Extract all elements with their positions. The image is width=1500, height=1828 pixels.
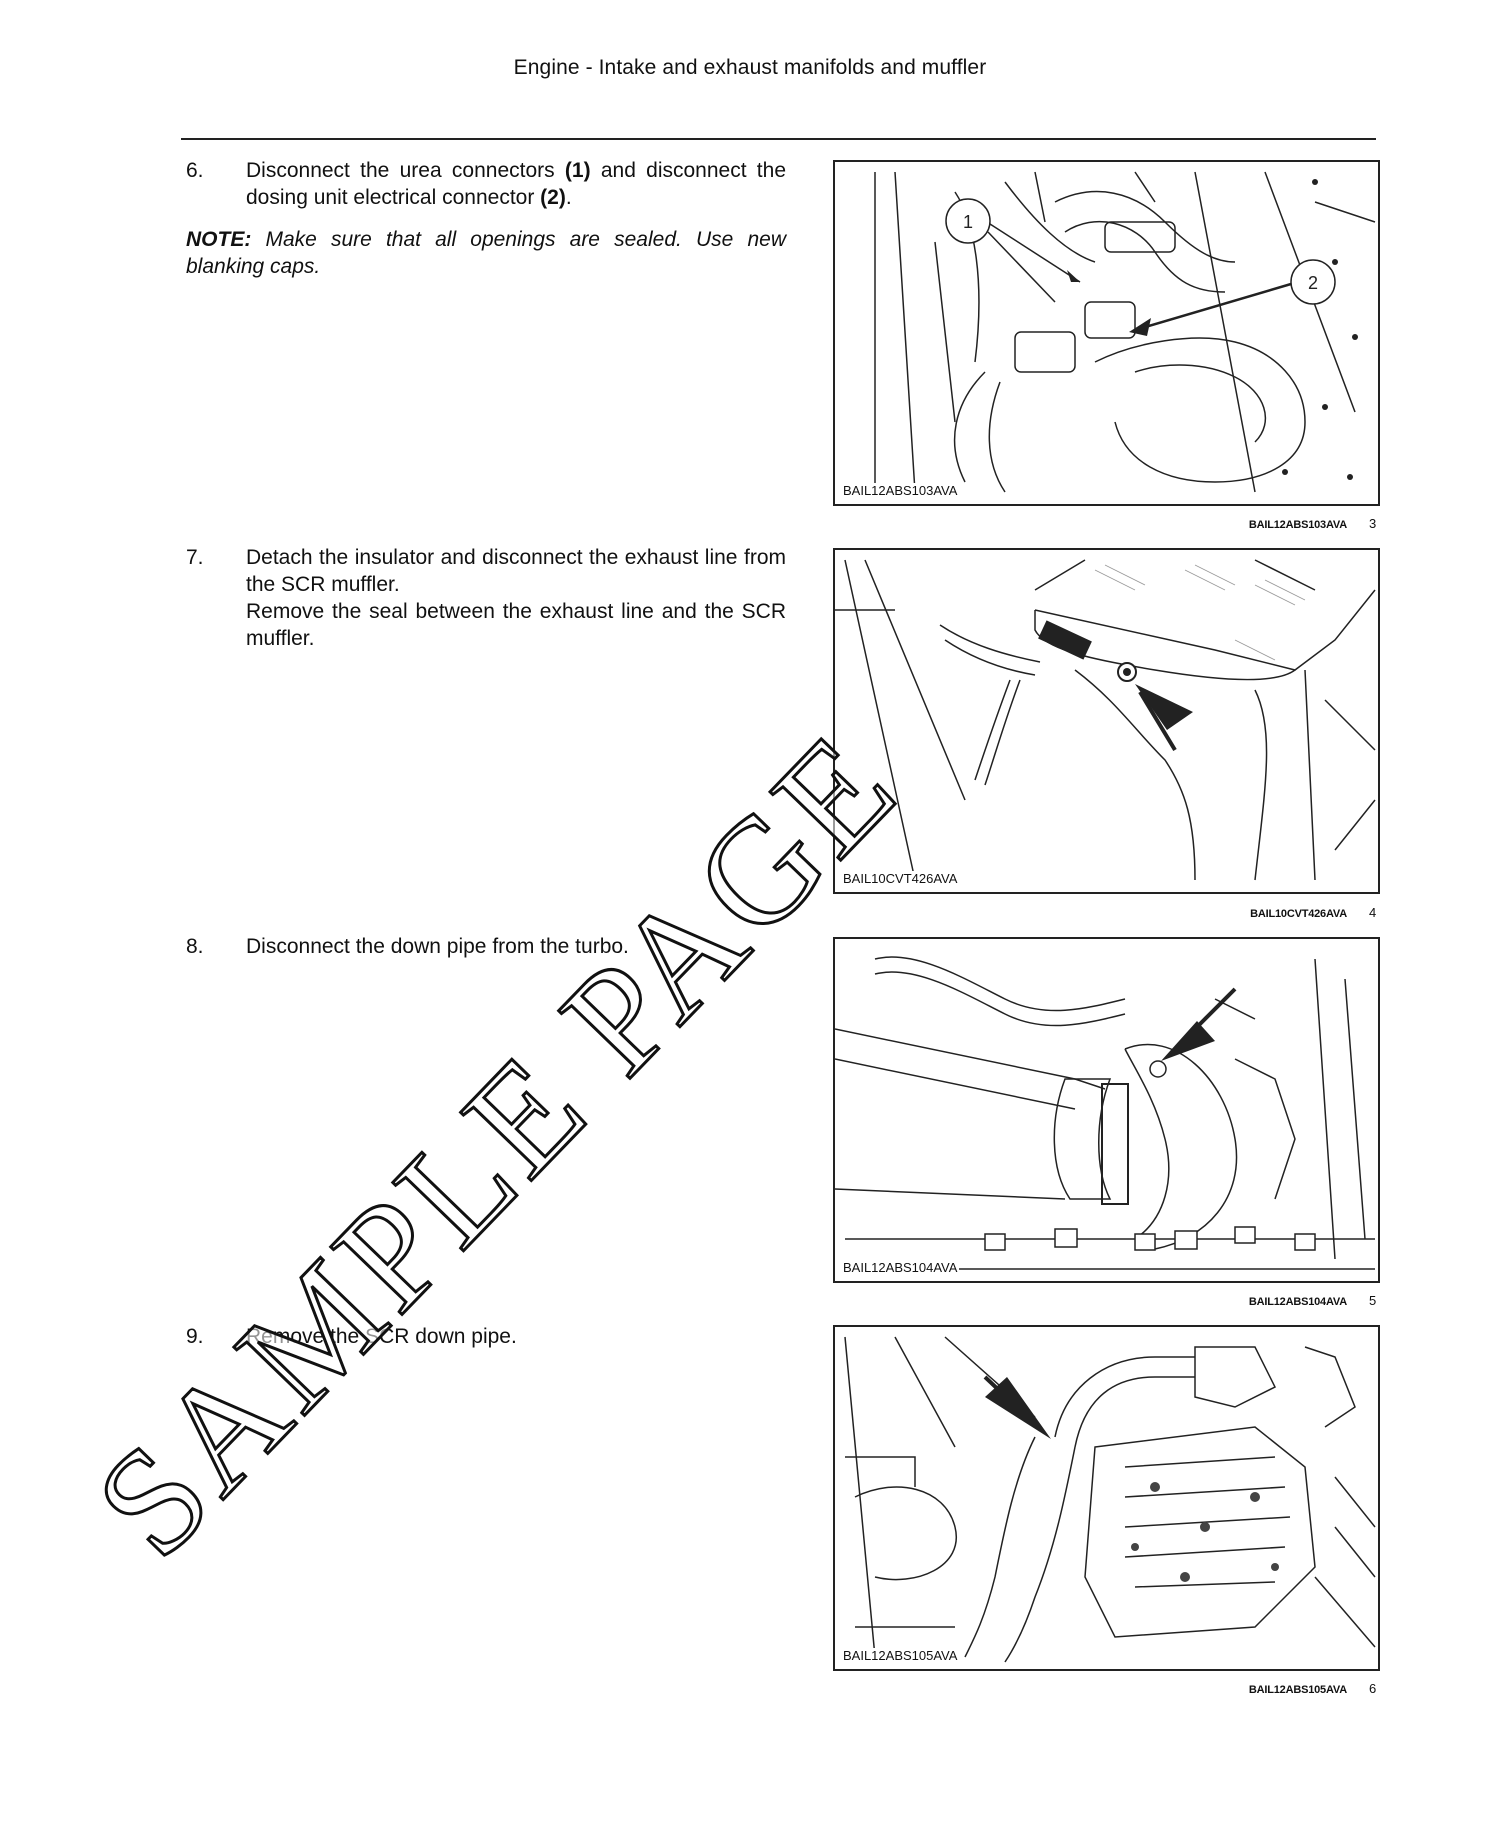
figure-code: BAIL12ABS105AVA (841, 1648, 960, 1663)
caption-code: BAIL12ABS105AVA (1248, 1684, 1347, 1696)
step-text: Disconnect the down pipe from the turbo. (246, 933, 786, 960)
figure-number: 6 (1368, 1681, 1376, 1696)
step-text-line: Remove the SCR down pipe. (246, 1325, 517, 1348)
step-text-part: . (565, 186, 572, 209)
figure-5-illustration (835, 956, 1375, 1270)
step-number: 9. (186, 1325, 204, 1348)
header-divider (181, 138, 1376, 140)
figure-6-illustration (844, 1336, 1376, 1663)
figure-number: 3 (1368, 516, 1376, 531)
figure-3-illustration: 1 2 (874, 171, 1376, 493)
figure-3: 1 2 BAIL12ABS103AVA (833, 160, 1380, 506)
step-text-part: and disconnect the dosing unit electrica… (246, 159, 787, 209)
figure-3-caption: BAIL12ABS103AVA 3 (1249, 516, 1376, 531)
figure-code: BAIL12ABS103AVA (841, 483, 960, 498)
callout-1-icon: 1 (945, 198, 1081, 303)
step-8: 8. Disconnect the down pipe from the tur… (186, 933, 786, 960)
step-9: 9. Remove the SCR down pipe. (186, 1323, 786, 1350)
step-6: 6. Disconnect the urea connectors (1) an… (186, 157, 786, 211)
step-number: 7. (186, 546, 204, 569)
caption-code: BAIL10CVT426AVA (1250, 908, 1347, 920)
step-text-line: Detach the insulator and disconnect the … (246, 546, 786, 596)
step-text-line: Disconnect the down pipe from the turbo. (246, 935, 629, 958)
figure-4-caption: BAIL10CVT426AVA 4 (1250, 905, 1376, 920)
step-number: 8. (186, 935, 204, 958)
step-text: Detach the insulator and disconnect the … (246, 544, 786, 652)
figure-code: BAIL10CVT426AVA (841, 871, 960, 886)
callout-ref-2: (2) (540, 186, 566, 209)
note-text: Make sure that all openings are sealed. … (186, 228, 786, 278)
figure-5-caption: BAIL12ABS104AVA 5 (1249, 1293, 1376, 1308)
caption-code: BAIL12ABS103AVA (1248, 519, 1347, 531)
callout-1-label: 1 (963, 212, 973, 232)
pointer-arrow-icon (983, 1375, 1051, 1439)
figure-4: BAIL10CVT426AVA (833, 548, 1380, 894)
figure-5: BAIL12ABS104AVA (833, 937, 1380, 1283)
callout-2-icon: 2 (1129, 259, 1336, 336)
figure-6: BAIL12ABS105AVA (833, 1325, 1380, 1671)
page-title: Engine - Intake and exhaust manifolds an… (513, 56, 987, 79)
step-text: Remove the SCR down pipe. (246, 1323, 786, 1350)
step-text: Disconnect the urea connectors (1) and d… (246, 157, 786, 211)
pointer-arrow-icon (1161, 987, 1237, 1061)
figure-number: 4 (1368, 905, 1376, 920)
note-label: NOTE: (186, 228, 252, 251)
figure-4-illustration (835, 559, 1376, 881)
note: NOTE: Make sure that all openings are se… (186, 226, 786, 280)
figure-6-caption: BAIL12ABS105AVA 6 (1249, 1681, 1376, 1696)
callout-2-label: 2 (1308, 273, 1318, 293)
figure-code: BAIL12ABS104AVA (841, 1260, 960, 1275)
figure-number: 5 (1368, 1293, 1376, 1308)
callout-ref-1: (1) (564, 159, 591, 182)
step-number: 6. (186, 159, 204, 182)
caption-code: BAIL12ABS104AVA (1248, 1296, 1347, 1308)
watermark-text: SAMPLE PAGE (64, 701, 929, 1588)
step-text-part: Disconnect the urea connectors (246, 159, 565, 182)
step-text-line: Remove the seal between the exhaust line… (246, 600, 786, 650)
step-7: 7. Detach the insulator and disconnect t… (186, 544, 786, 652)
pointer-arrow-icon (1135, 684, 1193, 752)
